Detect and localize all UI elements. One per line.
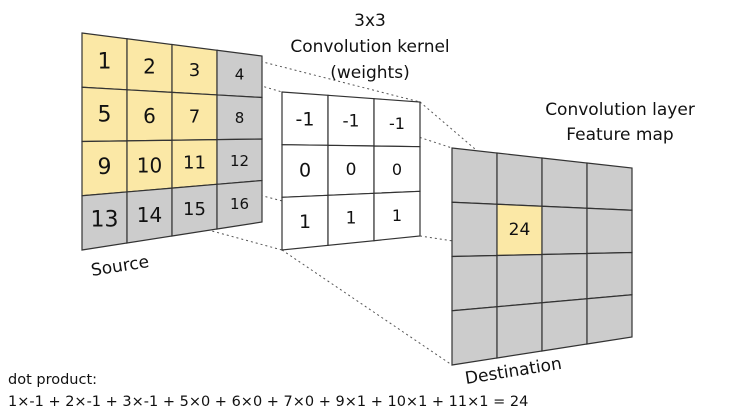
destination-cell — [496, 152, 543, 207]
source-cell-value: 12 — [230, 152, 249, 170]
source-cell-value: 3 — [189, 60, 200, 81]
kernel-cell-value: 0 — [299, 160, 311, 182]
kernel-cell — [373, 190, 421, 242]
destination-cell — [586, 294, 633, 345]
source-cell-value: 9 — [98, 155, 112, 180]
destination-cell — [496, 253, 543, 308]
source-label: Source — [90, 252, 151, 281]
source-cell-value: 13 — [91, 208, 119, 233]
source-cell-value: 1 — [98, 50, 112, 75]
kernel-cell-value: 1 — [346, 209, 357, 229]
feature-title-line-2: Feature map — [566, 125, 673, 145]
dot-product-formula: 1×-1 + 2×-1 + 3×-1 + 5×0 + 6×0 + 7×0 + 9… — [8, 394, 529, 410]
destination-cell — [451, 201, 498, 258]
kernel-cell-value: 1 — [299, 211, 311, 233]
destination-cell — [586, 207, 633, 255]
source-cell-value: 11 — [183, 153, 206, 174]
kernel-cell-value: -1 — [389, 114, 405, 133]
destination-grid: 24 — [451, 147, 633, 366]
kernel-cell-value: -1 — [296, 108, 315, 130]
source-cell-value: 4 — [235, 66, 245, 84]
kernel-cell-value: -1 — [343, 111, 360, 131]
source-cell-value: 8 — [235, 109, 245, 127]
destination-cell — [451, 147, 498, 205]
destination-cell — [541, 252, 588, 304]
kernel-cell-value: 1 — [392, 206, 402, 225]
source-cell-value: 7 — [189, 106, 200, 127]
kernel-cell-value: 0 — [392, 160, 402, 179]
destination-cell — [586, 251, 633, 300]
source-cell-value: 2 — [143, 54, 156, 78]
source-cell — [216, 179, 263, 230]
source-cell-value: 14 — [137, 203, 162, 227]
source-cell-value: 16 — [230, 195, 249, 213]
destination-cell — [541, 205, 588, 256]
kernel-title-line-2: Convolution kernel — [290, 37, 449, 57]
destination-cell — [496, 302, 543, 359]
feature-title-line-1: Convolution layer — [545, 100, 695, 120]
source-cell-value: 15 — [183, 199, 206, 220]
projection-line — [281, 249, 453, 366]
source-cell-value: 5 — [98, 102, 112, 127]
kernel-grid: -1 -1 -1 0 0 0 1 1 1 — [281, 91, 421, 251]
kernel-title-line-1: 3x3 — [354, 11, 386, 31]
kernel-title-line-3: (weights) — [330, 63, 409, 83]
destination-cell — [541, 298, 588, 352]
source-cell-value: 10 — [137, 153, 162, 177]
dot-product-label: dot product: — [8, 372, 98, 388]
destination-cell — [451, 306, 498, 366]
destination-cell — [586, 162, 633, 211]
kernel-cell-value: 0 — [346, 160, 357, 180]
destination-cell — [451, 254, 498, 312]
destination-cell — [541, 157, 588, 209]
destination-cell-value: 24 — [509, 220, 531, 240]
source-cell-value: 6 — [143, 104, 156, 128]
